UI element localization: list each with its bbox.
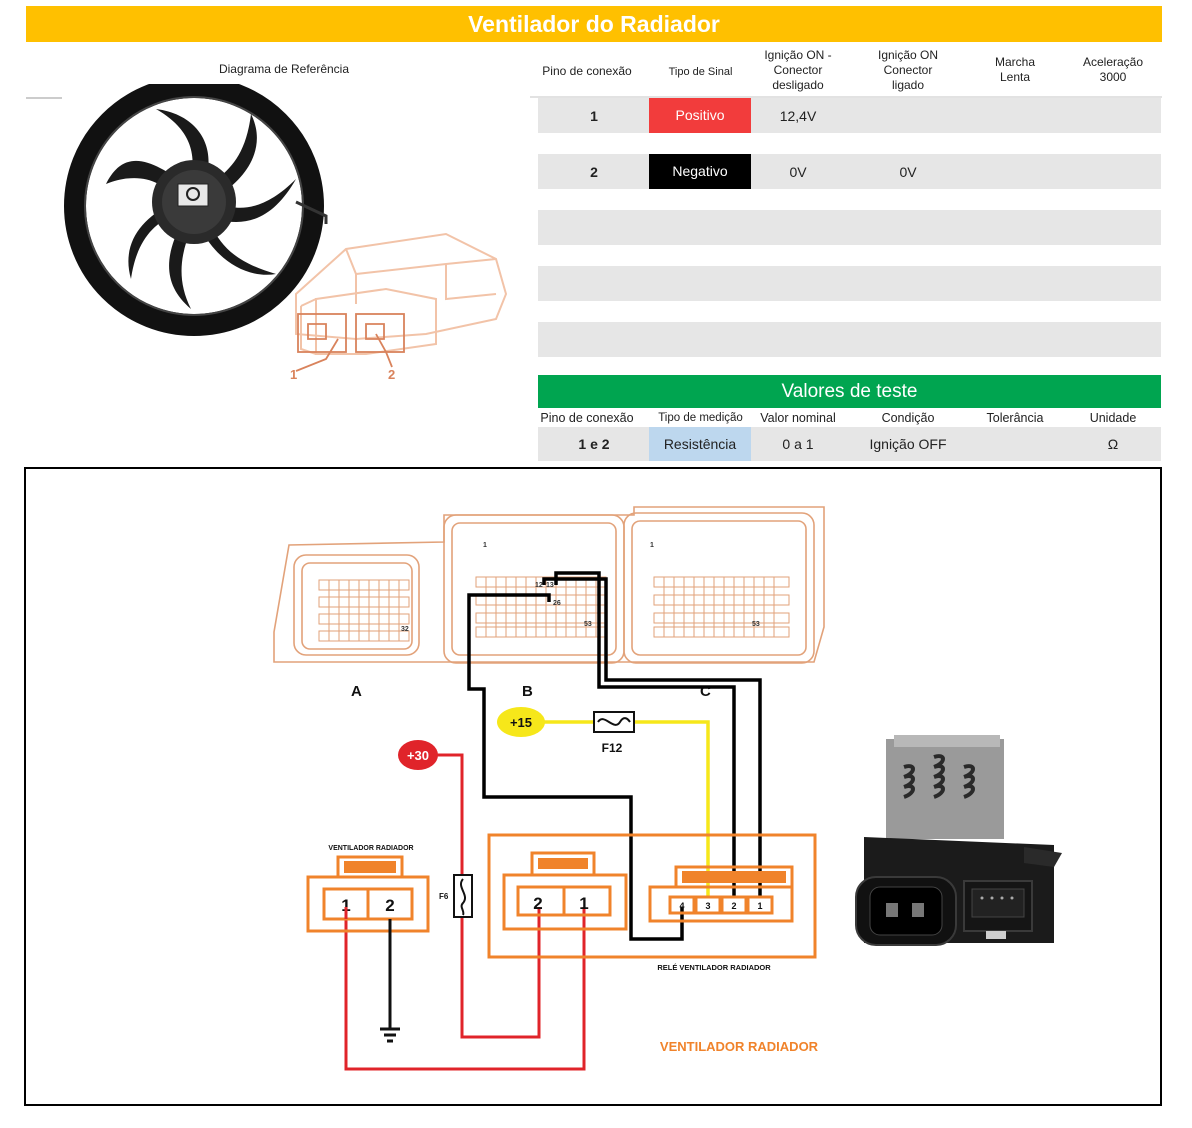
fan-connector-title: VENTILADOR RADIADOR	[328, 845, 413, 852]
relay-body	[487, 833, 817, 959]
fuse-f12	[593, 711, 635, 733]
relay-label: RELÉ VENTILADOR RADIADOR	[657, 963, 771, 972]
fan-reference-illustration: 1 2	[26, 84, 508, 382]
test-header-pin: Pino de conexão	[540, 411, 634, 425]
relay-power-pin-1: 1	[579, 894, 588, 913]
header-ignition-off-connector: Ignição ON - Conector desligado	[764, 48, 832, 92]
pin-label-b53: 53	[584, 621, 592, 628]
red-wires	[344, 753, 586, 1071]
pin-label-b1: 1	[483, 542, 487, 549]
table-row	[538, 154, 1161, 189]
ground-symbol	[380, 919, 400, 1043]
table-row-empty	[538, 210, 1161, 245]
relay-power-connector	[502, 851, 628, 931]
fuse-f6	[453, 874, 473, 918]
row2-ignition-on-value: 0V	[899, 164, 917, 180]
header-idle: Marcha Lenta	[994, 55, 1035, 84]
connector-drawing	[295, 232, 508, 355]
ecu-connectors	[273, 506, 825, 664]
test-header-measure: Tipo de medição	[658, 412, 743, 424]
relay-control-connector	[648, 865, 794, 923]
reference-label: Diagrama de Referência	[218, 62, 350, 76]
pin-label-12: 12	[535, 582, 543, 589]
test-row-condition: Ignição OFF	[869, 436, 947, 452]
test-header-nominal: Valor nominal	[760, 411, 836, 425]
wiring-diagram: 1 1 12 13 26 53 53 32 A B C +15 F12 +30 …	[273, 506, 1062, 1071]
fuse-f6-label: F6	[439, 892, 449, 901]
test-header-tolerance: Tolerância	[986, 411, 1044, 425]
fan-pin-1: 1	[341, 896, 350, 915]
connector-label-b: B	[522, 683, 533, 700]
callout-2: 2	[388, 367, 395, 382]
connector-face	[295, 313, 405, 372]
test-header-condition: Condição	[881, 411, 935, 425]
plus30-terminal	[398, 740, 438, 770]
connector-label-c: C	[700, 683, 711, 700]
relay-photo	[855, 735, 1062, 946]
wiring-diagram-frame	[24, 467, 1162, 1106]
pin-label-13: 13	[546, 582, 554, 589]
fan-pin-2: 2	[385, 896, 394, 915]
row1-pin: 1	[590, 108, 598, 124]
header-ignition-on-connector: Ignição ON Conector ligado	[877, 48, 939, 92]
test-values-title: Valores de teste	[538, 375, 1161, 408]
plus15-label: +15	[510, 715, 532, 730]
test-row-nominal: 0 a 1	[782, 436, 814, 452]
row2-signal-badge: Negativo	[649, 154, 751, 189]
relay-power-pin-2: 2	[533, 894, 542, 913]
test-row-unit: Ω	[1107, 436, 1119, 452]
diagram-caption: VENTILADOR RADIADOR	[660, 1039, 819, 1054]
header-signal-type: Tipo de Sinal	[668, 66, 733, 78]
row2-ignition-off-value: 0V	[789, 164, 807, 180]
plus30-label: +30	[407, 748, 429, 763]
relay-control-pin-2: 2	[731, 901, 736, 911]
table-row-empty	[538, 322, 1161, 357]
black-wires	[467, 571, 762, 941]
test-row-pin: 1 e 2	[578, 436, 610, 452]
row1-ignition-off-value: 12,4V	[779, 108, 817, 124]
test-header-unit: Unidade	[1089, 411, 1137, 425]
fuse-f12-label: F12	[602, 741, 623, 755]
pin-label-a32: 32	[401, 626, 409, 633]
plus15-terminal	[497, 707, 545, 737]
relay-control-pin-3: 3	[705, 901, 710, 911]
row1-signal-badge: Positivo	[649, 98, 751, 133]
test-row-measure-badge: Resistência	[649, 427, 751, 461]
fan-connector	[306, 855, 430, 933]
relay-control-pin-1: 1	[757, 901, 762, 911]
callout-1: 1	[290, 367, 297, 382]
pin-label-c1: 1	[650, 542, 654, 549]
page-title: Ventilador do Radiador	[26, 6, 1162, 42]
table-row-empty	[538, 266, 1161, 301]
relay-control-pin-4: 4	[679, 901, 684, 911]
header-acceleration: Aceleração 3000	[1082, 55, 1144, 84]
fan-ring	[64, 84, 324, 336]
table-row	[538, 98, 1161, 133]
test-row	[538, 427, 1161, 461]
pin-label-c53: 53	[752, 621, 760, 628]
pin-label-26: 26	[553, 600, 561, 607]
yellow-wire	[544, 720, 710, 897]
row2-pin: 2	[590, 164, 598, 180]
ecu-pin-dividers	[328, 577, 775, 641]
header-pin: Pino de conexão	[542, 64, 632, 78]
connector-label-a: A	[351, 683, 362, 700]
